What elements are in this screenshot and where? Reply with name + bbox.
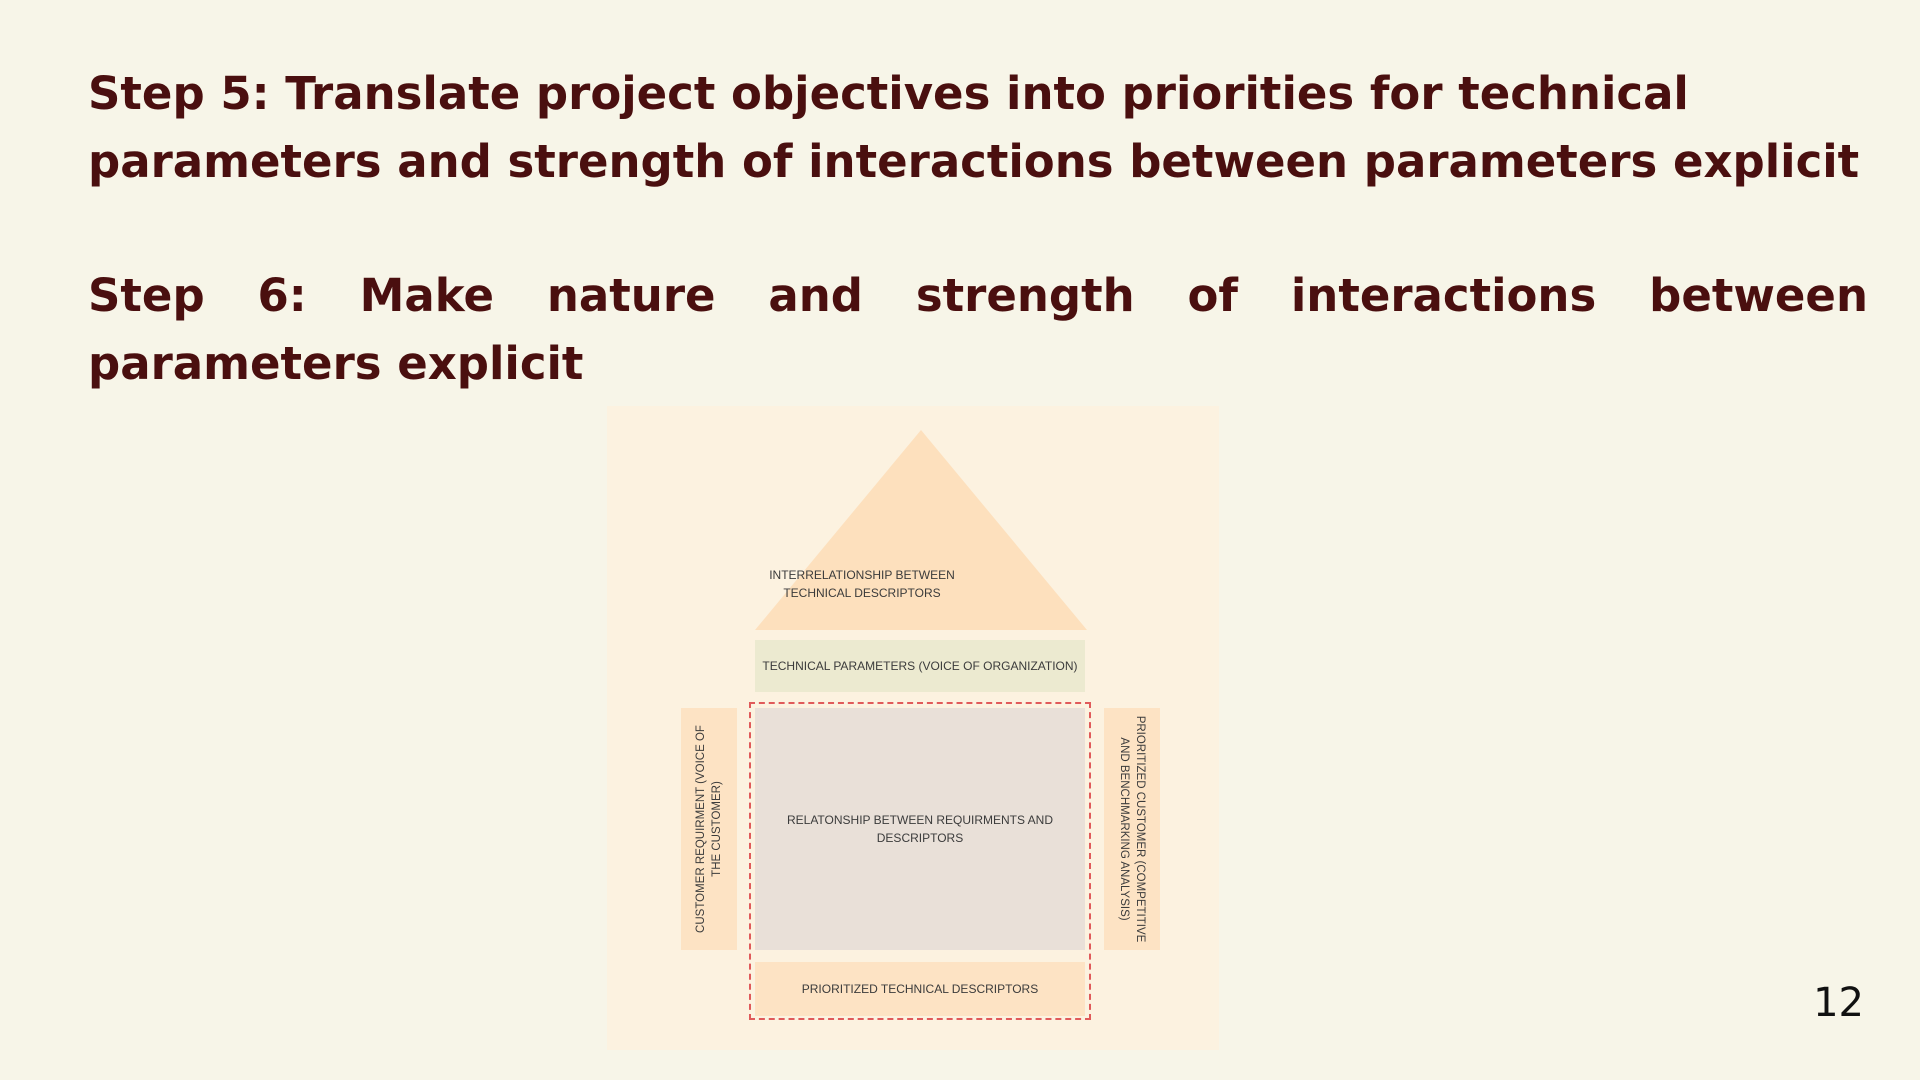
prioritized-customer-label: PRIORITIZED CUSTOMER (COMPETITIVE AND BE… [1118, 715, 1146, 943]
customer-requirement-label: CUSTOMER REQUIRMENT (VOICE OF THE CUSTOM… [695, 725, 723, 933]
page-number: 12 [1813, 980, 1864, 1026]
prioritized-customer-block: PRIORITIZED CUSTOMER (COMPETITIVE AND BE… [1104, 708, 1160, 950]
relationship-matrix-block: RELATONSHIP BETWEEN REQUIRMENTS AND DESC… [755, 708, 1085, 950]
technical-parameters-block: TECHNICAL PARAMETERS (VOICE OF ORGANIZAT… [755, 640, 1085, 692]
highlight-dashed-outline [749, 702, 1091, 1020]
roof-triangle [755, 430, 1087, 630]
prioritized-technical-label: PRIORITIZED TECHNICAL DESCRIPTORS [801, 982, 1039, 996]
prioritized-technical-block: PRIORITIZED TECHNICAL DESCRIPTORS [755, 962, 1085, 1016]
customer-requirement-block: CUSTOMER REQUIRMENT (VOICE OF THE CUSTOM… [681, 708, 737, 950]
house-of-quality-diagram: INTERRELATIONSHIP BETWEEN TECHNICAL DESC… [607, 406, 1219, 1050]
relationship-label: RELATONSHIP BETWEEN REQUIRMENTS AND DESC… [786, 813, 1054, 845]
step-5-text: Step 5: Translate project objectives int… [88, 67, 1860, 188]
roof-label: INTERRELATIONSHIP BETWEEN TECHNICAL DESC… [769, 568, 955, 600]
technical-parameters-label: TECHNICAL PARAMETERS (VOICE OF ORGANIZAT… [762, 659, 1078, 673]
step-6-text: Step 6: Make nature and strength of inte… [88, 269, 1868, 390]
